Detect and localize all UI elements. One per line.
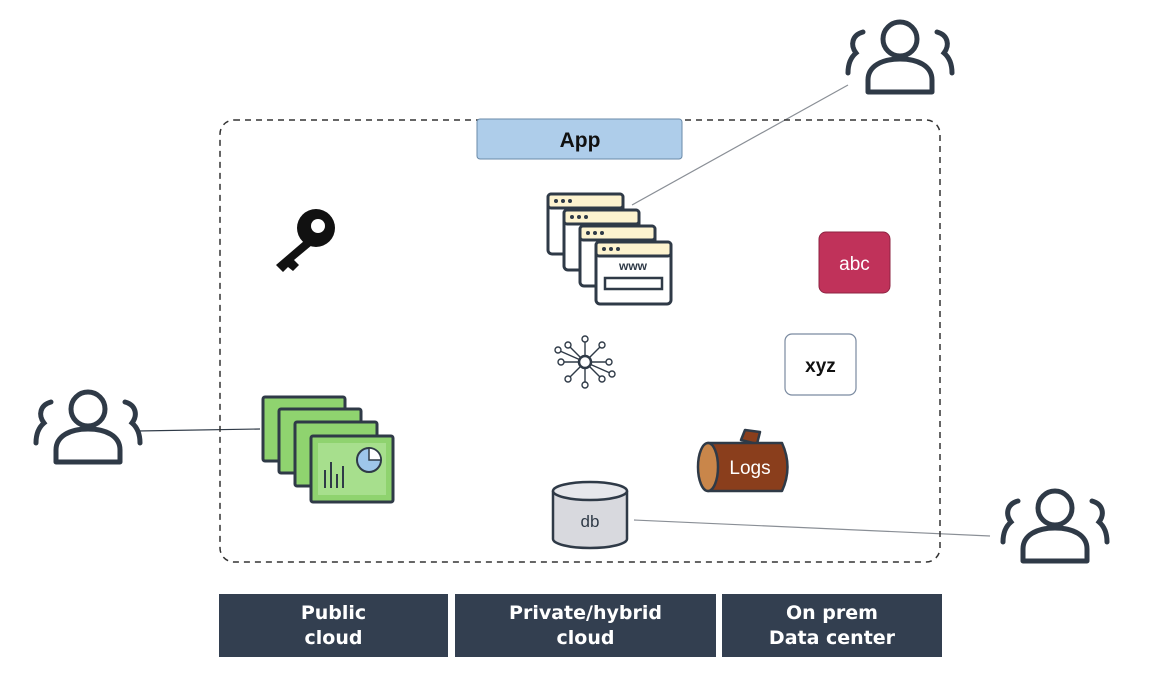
footer-private-hybrid-line1: Private/hybrid: [509, 601, 662, 624]
users-group-icon: [848, 22, 952, 92]
footer-private-hybrid-line2: cloud: [556, 626, 615, 649]
xyz-box: xyz: [784, 333, 857, 396]
abc-box: abc: [818, 231, 891, 294]
logs-label: Logs: [729, 458, 770, 479]
db-label: db: [581, 512, 600, 531]
connector-bottom-right: [633, 519, 991, 537]
browser-windows-icon: www: [546, 192, 673, 306]
footer-on-prem-line1: On prem: [786, 601, 878, 624]
database-icon: db: [551, 480, 629, 550]
footer-on-prem-line2: Data center: [768, 626, 896, 649]
network-hub-icon: [554, 335, 616, 389]
connector-top-right: [631, 84, 849, 206]
key-icon: [276, 209, 335, 272]
users-group-icon: [1003, 491, 1107, 561]
xyz-label: xyz: [805, 356, 836, 377]
connector-left: [136, 428, 261, 432]
www-label: www: [618, 259, 648, 273]
users-group-icon: [36, 392, 140, 462]
app-header: App: [476, 118, 683, 160]
footer-public-cloud-line1: Public: [300, 601, 367, 624]
footer-public-cloud: Public cloud: [219, 594, 448, 657]
logs-icon: Logs: [696, 428, 789, 493]
abc-label: abc: [839, 254, 870, 275]
footer-private-hybrid-cloud: Private/hybrid cloud: [455, 594, 716, 657]
footer-public-cloud-line2: cloud: [304, 626, 363, 649]
app-label: App: [560, 129, 601, 152]
footer-on-prem: On prem Data center: [722, 594, 942, 657]
dashboard-reports-icon: [261, 395, 395, 504]
